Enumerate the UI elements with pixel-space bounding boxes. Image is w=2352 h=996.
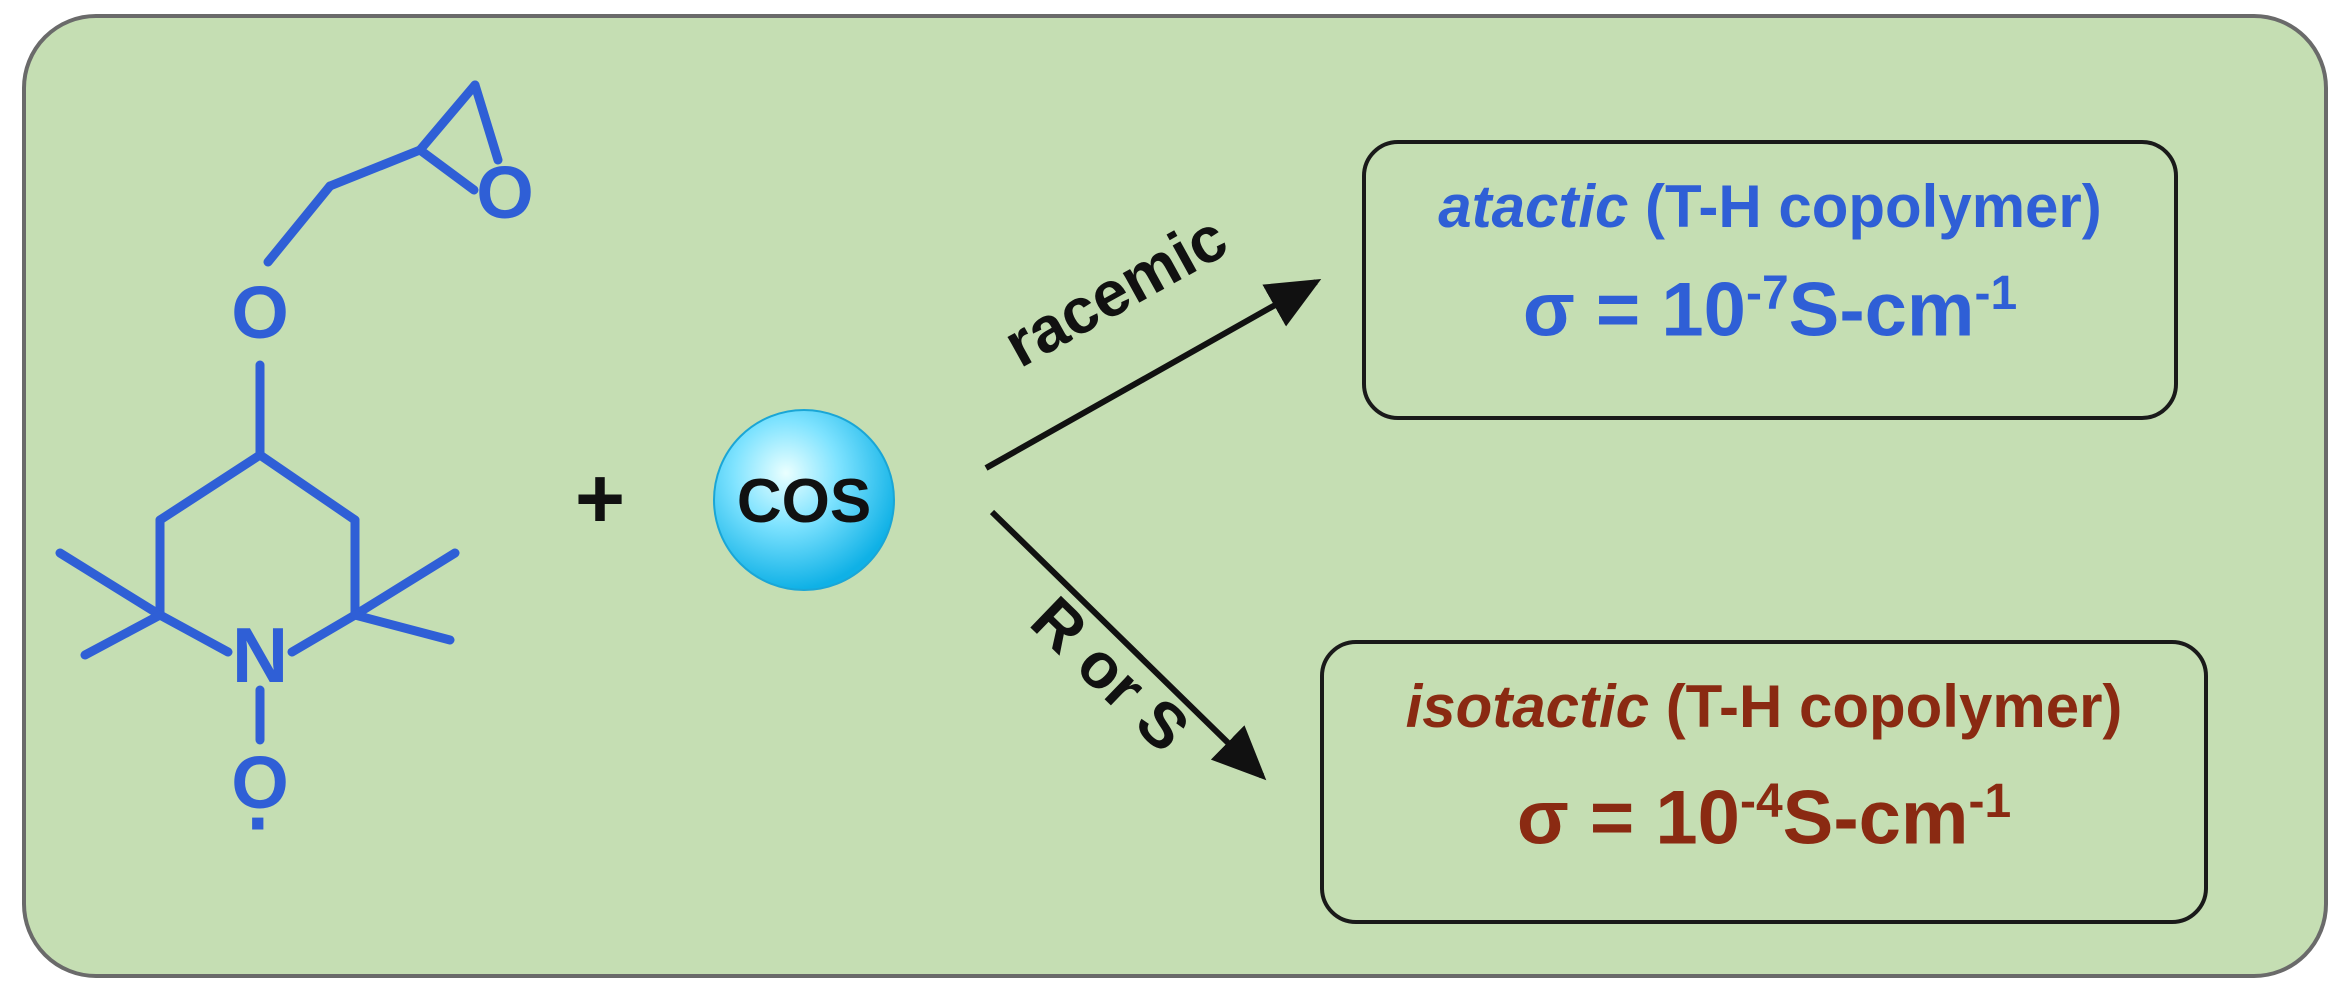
- condition-r-or-s: R or S: [1017, 583, 1203, 766]
- ch2-bond-lower: [263, 181, 335, 267]
- atactic-exponent: -7: [1745, 267, 1789, 320]
- ch2-bond-upper: [325, 145, 425, 191]
- methyl-left-lower: [80, 610, 165, 660]
- isotactic-product-box: isotactic (T-H copolymer) σ = 10-4S-cm-1: [1320, 640, 2208, 924]
- atactic-polymer-type: (T-H copolymer): [1645, 173, 2102, 240]
- ether-oxygen-label: O: [231, 271, 289, 354]
- radical-dot-label: ·: [247, 778, 274, 867]
- plus-sign: +: [575, 451, 625, 547]
- atactic-product-box: atactic (T-H copolymer) σ = 10-7S-cm-1: [1362, 140, 2178, 420]
- ring-bond-c2l-n: [155, 610, 233, 657]
- atactic-conductivity: σ = 10-7S-cm-1: [1366, 266, 2174, 353]
- epoxide-oxygen-label: O: [476, 151, 534, 234]
- molecule-bonds: [55, 80, 503, 745]
- arrow-r-or-s: [989, 509, 1267, 781]
- isotactic-title: isotactic (T-H copolymer): [1324, 672, 2204, 741]
- cos-sphere: [713, 409, 895, 591]
- atactic-unit: S-cm: [1788, 267, 1975, 353]
- isotactic-sigma-prefix: σ = 10: [1516, 775, 1740, 861]
- condition-racemic: racemic: [992, 201, 1239, 381]
- atactic-title: atactic (T-H copolymer): [1366, 172, 2174, 241]
- ring-bond-c2r-n: [287, 610, 360, 657]
- nitrogen-label: N: [232, 611, 288, 699]
- methyl-right-upper: [350, 548, 460, 620]
- isotactic-exponent: -4: [1739, 775, 1783, 828]
- isotactic-unit: S-cm: [1782, 775, 1969, 861]
- isotactic-polymer-type: (T-H copolymer): [1665, 673, 2123, 740]
- scheme-panel: [22, 14, 2328, 978]
- ring-bond-c4-c3l: [155, 450, 265, 525]
- atactic-tacticity: atactic: [1438, 173, 1629, 240]
- methyl-left-upper: [55, 548, 165, 620]
- cos-label: COS: [737, 467, 871, 536]
- epoxide-bond-left: [415, 145, 479, 195]
- methyl-right-lower: [350, 610, 455, 645]
- epoxide-bond-right: [470, 80, 503, 165]
- atactic-sigma-prefix: σ = 10: [1522, 267, 1746, 353]
- arrow-racemic: [984, 279, 1322, 471]
- atactic-unit-exponent: -1: [1974, 267, 2018, 320]
- ring-bond-c4-c3r: [255, 450, 360, 525]
- oxyl-oxygen-label: O: [231, 741, 289, 824]
- isotactic-conductivity: σ = 10-4S-cm-1: [1324, 774, 2204, 861]
- epoxide-bond-top: [415, 80, 480, 155]
- isotactic-unit-exponent: -1: [1968, 775, 2012, 828]
- isotactic-tacticity: isotactic: [1405, 673, 1650, 740]
